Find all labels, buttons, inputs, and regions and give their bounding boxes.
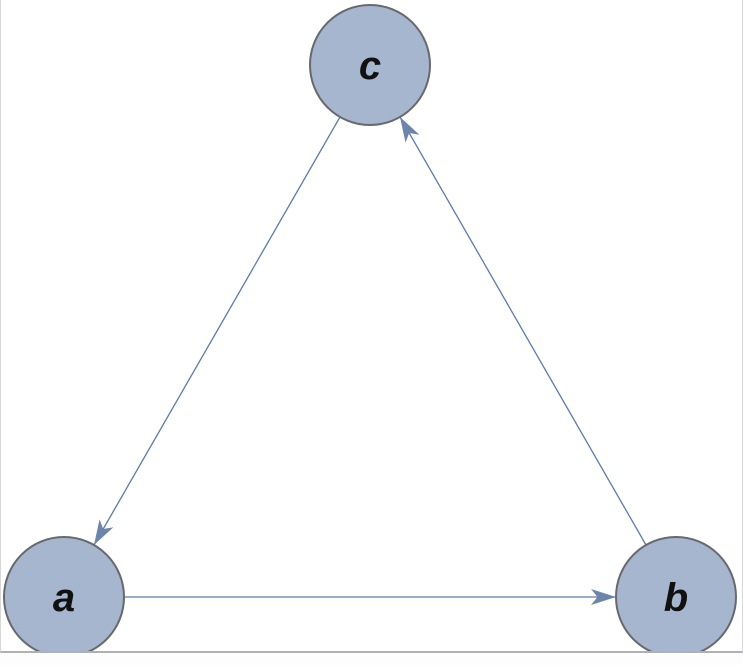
node-b-label: b xyxy=(664,576,688,620)
edge-b-to-c xyxy=(399,116,647,546)
node-c xyxy=(309,4,431,126)
node-a xyxy=(3,536,125,651)
edge-c-to-a xyxy=(93,116,341,546)
graph-svg: c a b xyxy=(3,4,737,651)
node-a-label: a xyxy=(53,576,75,620)
node-c-label: c xyxy=(359,44,381,88)
node-b xyxy=(615,536,737,651)
below-canvas-margin xyxy=(0,653,743,665)
